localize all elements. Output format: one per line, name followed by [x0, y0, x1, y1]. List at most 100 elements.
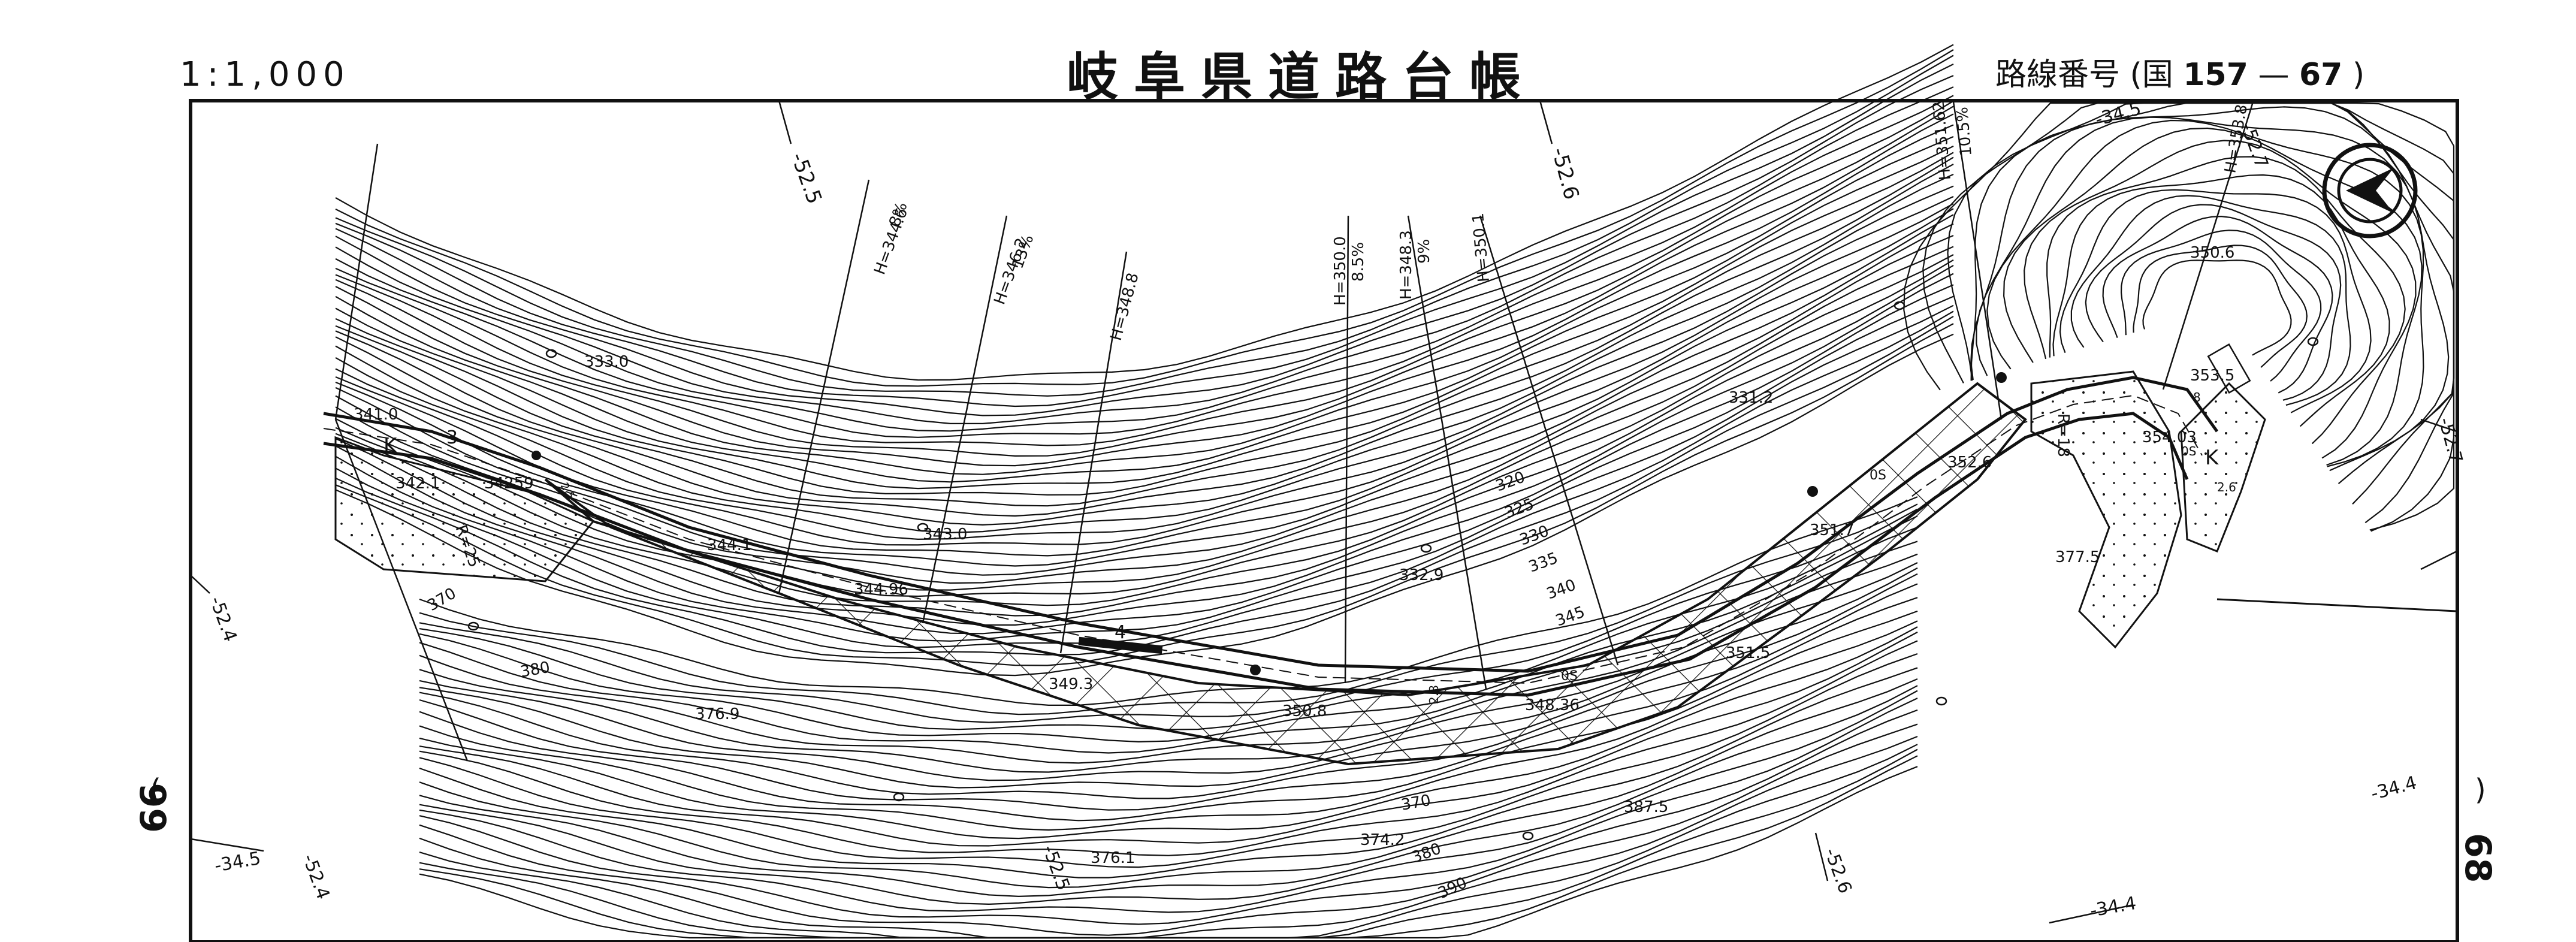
grid-tick: [1539, 100, 1553, 144]
section-grade: 8.5%: [1349, 242, 1367, 282]
contour-line: [2085, 204, 2342, 401]
dimension: 2.6: [2217, 480, 2236, 494]
contour-label: 320: [1493, 468, 1527, 495]
route-prefix: 路線番号 (国: [1995, 57, 2173, 93]
contour-line: [335, 100, 1954, 438]
contour-line: [335, 135, 1954, 475]
spot-elevation: 343.0: [923, 526, 967, 544]
tree-icon: [1935, 696, 1947, 706]
contour-line: [335, 113, 1954, 457]
contour-line: [2059, 189, 2372, 413]
contour-line: [335, 152, 1954, 490]
contour-line: [335, 310, 1954, 648]
section-height: H=350.1: [1469, 212, 1493, 283]
grid-tick: [2049, 904, 2134, 924]
contour-line: [335, 284, 1954, 626]
contour-line: [335, 246, 1954, 584]
contour-line: [2133, 244, 2308, 368]
section-grade: 8%: [886, 200, 911, 229]
spot-elevation: 376.9: [695, 705, 739, 723]
tree-icon: [917, 523, 929, 532]
contour-line: [335, 173, 1954, 517]
tree-icon: [893, 792, 905, 802]
boundary-line-left: [334, 419, 469, 762]
contour-line: [419, 685, 1918, 898]
section-line-h344-6: [778, 179, 870, 594]
grid-tick: [2420, 550, 2457, 570]
section-line-left: [334, 143, 379, 420]
spot-elevation: 332.9: [1399, 566, 1443, 584]
survey-point-icon: [1996, 372, 2007, 383]
contour-line: [1986, 119, 2424, 467]
fill-slope-hatch: [544, 382, 2027, 766]
grid-tick: [1814, 832, 1829, 881]
contour-line: [419, 626, 1918, 840]
station-number: 8: [2193, 390, 2201, 404]
contour-line: [335, 64, 1954, 407]
contour-line: [335, 234, 1954, 576]
contour-line: [2024, 140, 2417, 459]
contour-line: [335, 156, 1954, 496]
building-icon: [2207, 343, 2251, 394]
contour-label: 330: [1517, 522, 1551, 549]
section-height: H=350.0: [1331, 236, 1349, 306]
section-line-h348-8: [1059, 251, 1128, 654]
spot-elevation: 376.1: [1091, 849, 1135, 867]
grid-coordinate: -52.6: [1547, 145, 1583, 202]
right-paren-close: ): [2475, 773, 2486, 807]
road-edge-upper: [323, 376, 2219, 673]
contour-line: [419, 678, 1918, 889]
contour-label: 345: [1553, 603, 1587, 630]
contour-line: [419, 698, 1918, 913]
contour-line: [2070, 195, 2351, 406]
station-number: 4: [1115, 622, 1126, 643]
contour-line: [335, 304, 1954, 642]
contour-label: 370: [1400, 792, 1432, 814]
contour-line: [335, 295, 1954, 635]
road-centerline: [323, 394, 2203, 684]
contour-line: [2142, 259, 2292, 356]
survey-point-icon: [1250, 665, 1261, 675]
spot-elevation: 352.6: [1947, 454, 1992, 472]
road-edge-lower: [323, 412, 2189, 697]
contour-line: [335, 55, 1954, 397]
tree-icon: [1522, 831, 1534, 841]
contour-label: 335: [1526, 549, 1560, 576]
section-grade: 9%: [1415, 239, 1433, 264]
spot-elevation: 333.0: [584, 353, 629, 371]
curve-radius: R=18: [2054, 413, 2072, 457]
k-marker: K: [2205, 446, 2219, 470]
boundary-line-right: [2216, 598, 2457, 612]
section-line-h348-3: [1407, 215, 1487, 690]
grid-tick: [190, 838, 264, 852]
contour-line: [335, 259, 1954, 597]
route-main: 157: [2183, 57, 2248, 93]
contour-line: [419, 690, 1918, 905]
contour-line: [419, 709, 1918, 925]
contour-line: [419, 653, 1918, 868]
route-sub: 67: [2299, 57, 2343, 93]
contour-line: [2102, 215, 2333, 394]
contour-line: [419, 610, 1918, 822]
contour-line: [335, 196, 1954, 534]
spot-elevation: 344.1: [707, 536, 751, 554]
contour-lines-lower: [419, 496, 1918, 939]
spot-elevation: 349.3: [1049, 675, 1093, 693]
contour-line: [335, 185, 1954, 526]
survey-point-icon: [531, 451, 541, 460]
contour-line: [419, 766, 1918, 939]
spot-elevation: 377.5: [2055, 548, 2100, 566]
spot-elevation: 387.5: [1624, 798, 1668, 816]
os-marker: 0S: [1561, 669, 1578, 684]
contour-line: [335, 44, 1954, 381]
contour-label: 370: [425, 584, 460, 615]
grid-coordinate: -52.4: [298, 852, 333, 902]
station-number: 3: [446, 427, 458, 448]
contour-line: [419, 723, 1918, 936]
contour-line: [2003, 127, 2423, 466]
section-height: H=348.3: [1397, 230, 1415, 300]
spot-elevation: 342.1: [395, 475, 440, 493]
spot-elevation: 348.36: [1525, 696, 1580, 714]
contour-line: [2120, 230, 2322, 382]
grid-coordinate: -52.5: [786, 149, 827, 207]
